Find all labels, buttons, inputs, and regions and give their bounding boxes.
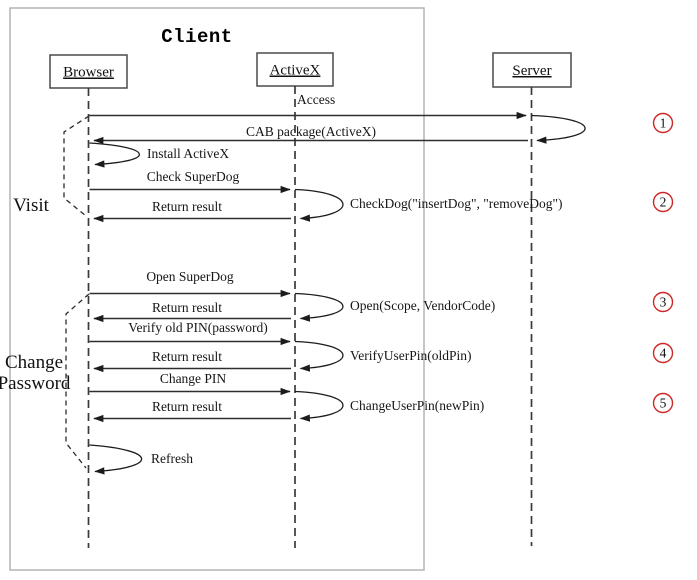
activex-processing-arc-change bbox=[294, 390, 344, 422]
cab-package-message-label: CAB package(ActiveX) bbox=[246, 124, 376, 139]
step-marker-2: 2 bbox=[652, 191, 674, 213]
check-superdog-label: Check SuperDog bbox=[147, 169, 240, 184]
step-marker-1: 1 bbox=[652, 112, 674, 134]
refresh-label: Refresh bbox=[151, 451, 193, 466]
step-marker-5: 5 bbox=[652, 392, 674, 414]
change-pin-label: Change PIN bbox=[160, 371, 227, 386]
step-number-1: 1 bbox=[660, 116, 667, 131]
verify-old-pin-label: Verify old PIN(password) bbox=[128, 320, 267, 335]
actor-browser: Browser bbox=[49, 54, 128, 89]
change-password-label-line1: Change bbox=[5, 352, 63, 373]
client-title: Client bbox=[161, 26, 232, 48]
step-marker-4: 4 bbox=[652, 342, 674, 364]
activex-processing-arc-check bbox=[294, 188, 344, 222]
activex-label: ActiveX bbox=[270, 63, 321, 79]
step-circle-5 bbox=[652, 392, 674, 414]
checkdog-call-label: CheckDog("insertDog", "removeDog") bbox=[350, 196, 563, 211]
actor-activex: ActiveX bbox=[256, 52, 334, 87]
refresh-self-arrow bbox=[89, 444, 143, 475]
access-message-label: Access bbox=[297, 92, 335, 107]
activex-box bbox=[256, 52, 334, 87]
visit-phase-label: Visit bbox=[13, 195, 50, 216]
client-boundary-box bbox=[9, 7, 425, 571]
return-result-label-1: Return result bbox=[152, 199, 222, 214]
server-label: Server bbox=[512, 63, 551, 79]
actor-server: Server bbox=[492, 52, 572, 88]
open-superdog-label: Open SuperDog bbox=[146, 269, 234, 284]
activex-processing-arc-open bbox=[294, 292, 344, 322]
open-call-label: Open(Scope, VendorCode) bbox=[350, 298, 495, 313]
step-number-2: 2 bbox=[660, 195, 667, 210]
step-number-3: 3 bbox=[660, 295, 667, 310]
change-password-phase-bracket bbox=[65, 293, 90, 469]
return-result-label-3: Return result bbox=[152, 349, 222, 364]
verifyuserpin-call-label: VerifyUserPin(oldPin) bbox=[350, 348, 472, 363]
changeuserpin-call-label: ChangeUserPin(newPin) bbox=[350, 398, 484, 413]
step-circle-3 bbox=[652, 291, 674, 313]
activex-processing-arc-verify bbox=[294, 340, 344, 372]
step-number-4: 4 bbox=[660, 346, 667, 361]
server-processing-arc bbox=[531, 114, 586, 144]
step-circle-2 bbox=[652, 191, 674, 213]
step-marker-3: 3 bbox=[652, 291, 674, 313]
visit-phase-bracket bbox=[63, 115, 90, 217]
step-number-5: 5 bbox=[660, 396, 667, 411]
step-circle-4 bbox=[652, 342, 674, 364]
install-activex-label: Install ActiveX bbox=[147, 146, 229, 161]
change-password-label-line2: Password bbox=[0, 373, 71, 394]
browser-box bbox=[49, 54, 128, 89]
browser-label: Browser bbox=[63, 65, 114, 81]
return-result-label-2: Return result bbox=[152, 300, 222, 315]
install-activex-self-arrow bbox=[89, 142, 140, 168]
step-circle-1 bbox=[652, 112, 674, 134]
return-result-label-4: Return result bbox=[152, 399, 222, 414]
